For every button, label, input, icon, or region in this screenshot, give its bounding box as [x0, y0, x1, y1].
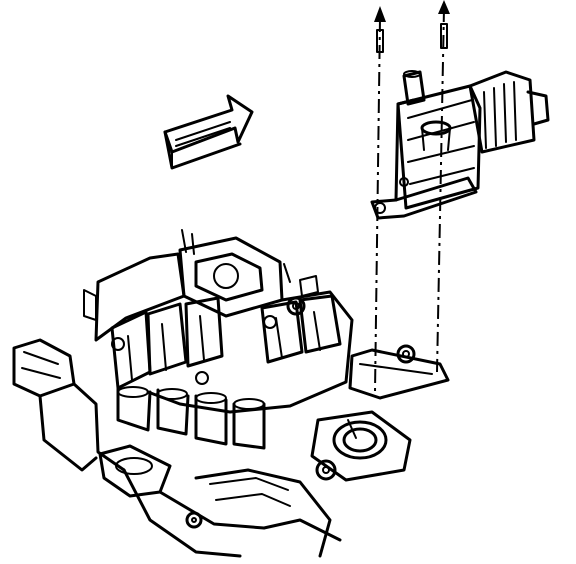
stud-right — [440, 23, 448, 49]
mounting-bolt-3 — [315, 459, 337, 481]
mounting-bolt-2 — [286, 296, 306, 316]
block-bolt — [185, 511, 203, 529]
stud-left — [376, 29, 384, 53]
mounting-flange — [286, 296, 450, 481]
guide-arrowhead-right — [438, 0, 450, 14]
mounting-bolt-1 — [396, 344, 416, 364]
ignition-coil-bracket-assembly — [370, 70, 550, 220]
guide-arrowhead-left — [374, 6, 386, 22]
direction-arrow — [163, 94, 254, 170]
intake-manifold — [94, 229, 354, 450]
alignment-guide-lines — [374, 0, 450, 393]
engine-block — [12, 289, 342, 558]
harness-details — [283, 263, 357, 439]
throttle-port — [310, 410, 412, 482]
